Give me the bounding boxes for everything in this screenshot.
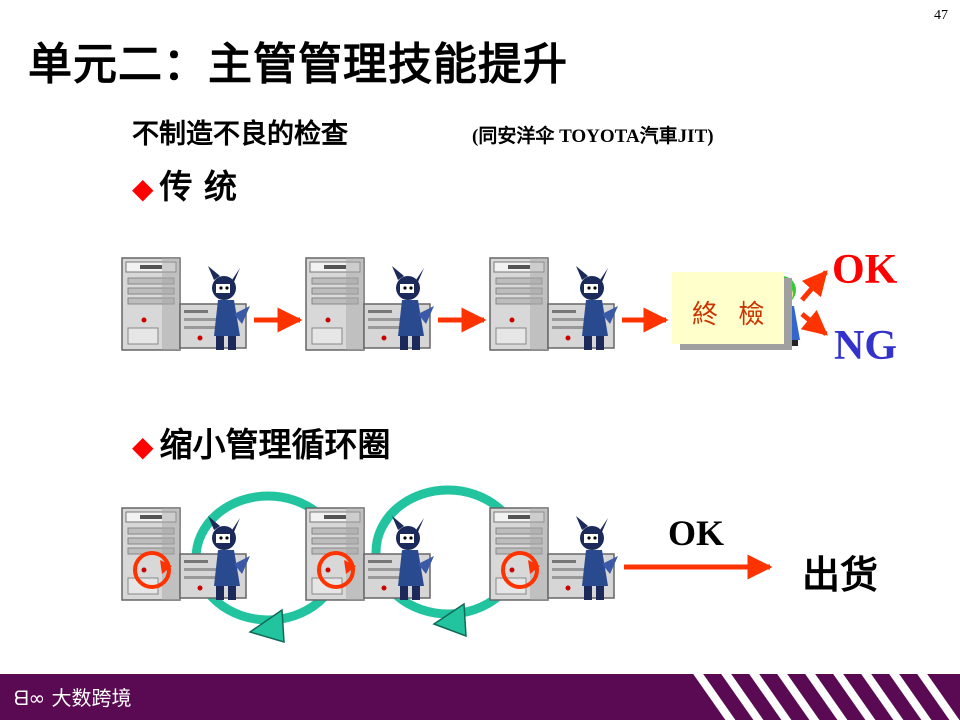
logo-icon: ᗺ∞ <box>14 686 46 710</box>
section-shrink-label: 缩小管理循环圈 <box>159 425 391 464</box>
loop-arrowhead <box>432 602 467 638</box>
orange-cycle-icon <box>317 551 356 589</box>
ng-arrow <box>800 309 828 336</box>
workstation-6 <box>489 507 619 601</box>
diamond-bullet-icon: ◆ <box>132 430 154 463</box>
workstation-3 <box>489 257 619 351</box>
footer-brand: 大数跨境 <box>51 686 132 710</box>
page-number: 47 <box>934 8 948 23</box>
footer-stripes <box>690 674 960 720</box>
workstation-2 <box>305 257 435 351</box>
ok-arrow <box>800 270 828 302</box>
loop-arrowhead <box>248 608 285 644</box>
diamond-bullet-icon: ◆ <box>132 172 154 205</box>
final-inspection-label: 終 檢 <box>692 300 771 330</box>
footer-logo: ᗺ∞ 大数跨境 <box>14 682 131 711</box>
orange-cycle-icon <box>501 551 540 589</box>
section-shrink: ◆缩小管理循环圈 <box>132 418 391 466</box>
workstation-5 <box>305 507 435 601</box>
ng-label: NG <box>834 323 897 369</box>
footer-bar: ᗺ∞ 大数跨境 <box>0 674 960 720</box>
section-traditional-label: 传 统 <box>159 167 238 206</box>
orange-cycle-icon <box>133 551 172 589</box>
page-title: 单元二：主管管理技能提升 <box>28 39 568 90</box>
ok-label: OK <box>832 247 898 293</box>
subtitle-note: (同安洋伞 TOYOTA汽車JIT) <box>472 126 714 147</box>
final-inspection-box: 終 檢 <box>672 272 784 344</box>
workstation-4 <box>121 507 251 601</box>
workstation-1 <box>121 257 251 351</box>
subtitle: 不制造不良的检查 <box>132 119 348 150</box>
ok-label-ship: OK <box>668 513 725 553</box>
section-traditional: ◆传 统 <box>132 160 237 208</box>
ship-label: 出货 <box>802 553 879 597</box>
